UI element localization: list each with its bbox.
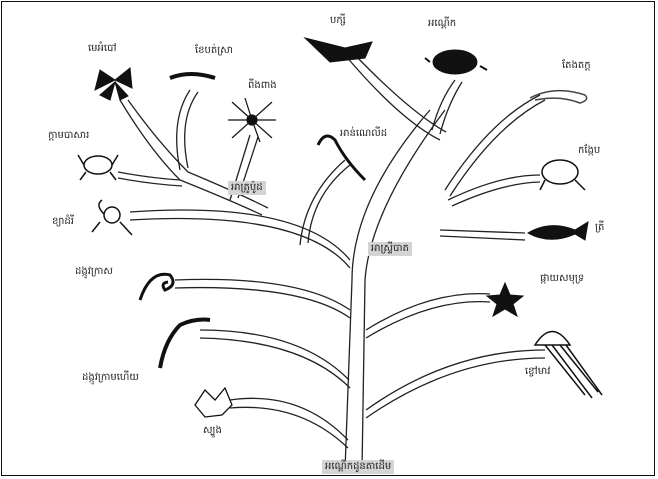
frog-icon [540, 160, 585, 190]
label-sponge: ស្បូង [203, 425, 222, 437]
label-chordates: អាស្ទ្រីបាត [368, 242, 412, 256]
label-root: អណ្ដើកដូនតាដើម [322, 460, 394, 474]
branch-annelid-a [300, 160, 345, 245]
branch-leech-a [200, 330, 349, 380]
branch-worm-a [175, 279, 350, 310]
starfish-icon [487, 283, 523, 316]
branch-fish-a [440, 230, 525, 233]
branch-centipede-b [185, 92, 198, 168]
scorpion-icon [92, 200, 132, 235]
trunk-left-line [345, 110, 430, 470]
centipede-icon [170, 74, 215, 78]
annelid-worm-icon [318, 136, 365, 180]
bird-icon [305, 38, 372, 62]
branch-arthro-b [130, 219, 350, 268]
spider-icon [228, 98, 276, 142]
label-earthworm: ដង្កូវក្រាស [75, 266, 113, 278]
label-butterfly: មេអំបៅ [88, 43, 117, 55]
label-lizard: តែងតក្ត [562, 60, 591, 72]
leech-icon [160, 320, 210, 368]
label-annelid: អាន់ណេលីដ [340, 128, 387, 140]
branch-turtle-b [440, 82, 462, 134]
branch-bird-b [355, 55, 446, 132]
label-scorpion: ខ្យាដំរី [52, 216, 74, 228]
jellyfish-icon [535, 332, 602, 399]
branch-fish-b [440, 236, 525, 240]
branch-star-a [366, 294, 490, 330]
tree-branches [118, 55, 545, 470]
trunk-right-line [362, 110, 445, 470]
label-bird: បក្សី [330, 15, 346, 27]
branch-centipede-a [177, 90, 190, 170]
branch-sponge-b [230, 407, 348, 448]
earthworm-icon [140, 274, 173, 300]
label-spider: ពីងពាង [248, 80, 277, 92]
branch-frog-b [452, 182, 540, 206]
butterfly-icon [95, 68, 132, 100]
branch-worm-b [175, 288, 350, 318]
lizard-icon [530, 91, 587, 103]
label-jellyfish: ខ្ចៅមាវ [525, 366, 550, 378]
branch-leech-b [200, 338, 350, 388]
label-turtle: អណ្ដើក [428, 18, 456, 30]
label-leech: ដង្កូវក្រាមហើយ [82, 372, 139, 384]
label-arthropods: អាត្រូប៉ូដ [228, 181, 266, 195]
label-centipede: ខែបត់ស្រា [195, 45, 233, 57]
sponge-icon [195, 388, 232, 417]
branch-crab-a [118, 172, 180, 180]
branch-arthro-a [130, 210, 350, 260]
branch-jelly-b [366, 358, 545, 418]
crab-icon [78, 155, 118, 180]
label-crab: ក្ដាមបាសារ [48, 130, 89, 142]
turtle-icon [425, 50, 487, 74]
fish-icon [528, 222, 588, 240]
label-starfish: ផ្កាយសមុទ្រ [540, 273, 584, 285]
label-frog: កង្កែប [578, 145, 600, 157]
animal-figures [78, 38, 602, 417]
label-fish: ត្រី [595, 222, 604, 234]
